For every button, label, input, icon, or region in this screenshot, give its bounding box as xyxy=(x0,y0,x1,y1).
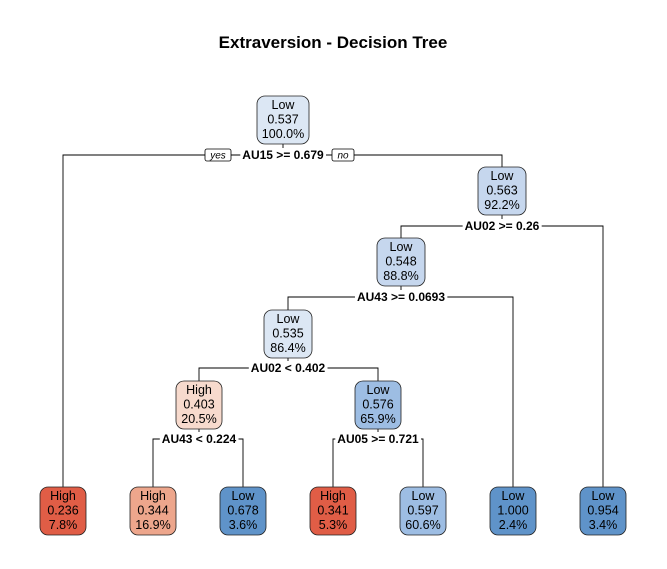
node-percentage: 100.0% xyxy=(262,127,304,141)
node-class-label: High xyxy=(320,489,346,503)
node-class-label: Low xyxy=(390,240,414,254)
node-box xyxy=(399,486,447,536)
node-box xyxy=(256,95,310,145)
yes-label: yes xyxy=(209,151,226,162)
split-condition-root: AU15 >= 0.679 xyxy=(242,148,324,162)
split-condition-n12: AU02 < 0.402 xyxy=(251,361,326,375)
node-box xyxy=(376,237,426,287)
node-box xyxy=(354,380,402,430)
node-percentage: 60.6% xyxy=(405,518,440,532)
node-percentage: 16.9% xyxy=(135,518,170,532)
edge-n25 xyxy=(332,438,424,487)
node-percentage: 3.4% xyxy=(589,518,618,532)
node-probability: 0.548 xyxy=(385,255,416,269)
split-condition-n24: AU43 < 0.224 xyxy=(162,432,237,446)
edge-n24 xyxy=(152,438,244,487)
split-condition-n6: AU43 >= 0.0693 xyxy=(357,290,445,304)
node-class-label: Low xyxy=(412,489,436,503)
no-label-box: no xyxy=(331,148,355,162)
node-percentage: 2.4% xyxy=(499,518,528,532)
node-class-label: Low xyxy=(272,98,296,112)
split-label-bg xyxy=(354,290,448,304)
node-percentage: 3.6% xyxy=(229,518,258,532)
node-percentage: 92.2% xyxy=(484,198,519,212)
split-label-bg xyxy=(240,148,327,162)
split-label-bg xyxy=(248,361,328,375)
node-box xyxy=(175,380,223,430)
node-percentage: 86.4% xyxy=(270,341,305,355)
node-probability: 0.597 xyxy=(407,504,438,518)
node-box xyxy=(219,486,267,536)
split-label-bg xyxy=(462,219,542,233)
node-percentage: 65.9% xyxy=(360,412,395,426)
node-percentage: 7.8% xyxy=(49,518,78,532)
node-percentage: 5.3% xyxy=(319,518,348,532)
node-class-label: High xyxy=(50,489,76,503)
no-label: no xyxy=(337,151,349,162)
node-class-label: Low xyxy=(592,489,616,503)
node-class-label: Low xyxy=(491,169,515,183)
node-percentage: 20.5% xyxy=(181,412,216,426)
node-class-label: Low xyxy=(277,312,301,326)
split-condition-n25: AU05 >= 0.721 xyxy=(337,432,419,446)
node-box xyxy=(39,486,87,536)
chart-title: Extraversion - Decision Tree xyxy=(219,33,448,52)
node-box xyxy=(129,486,177,536)
node-box xyxy=(489,486,537,536)
node-box xyxy=(263,309,313,359)
tree-nodes: Low0.537100.0%Low0.56392.2%Low0.54888.8%… xyxy=(39,95,627,536)
node-probability: 0.403 xyxy=(183,398,214,412)
node-probability: 0.535 xyxy=(272,327,303,341)
node-class-label: High xyxy=(186,383,212,397)
node-probability: 0.344 xyxy=(137,504,168,518)
node-class-label: High xyxy=(140,489,166,503)
node-probability: 1.000 xyxy=(497,504,528,518)
node-box xyxy=(477,166,527,216)
node-percentage: 88.8% xyxy=(383,269,418,283)
node-box xyxy=(309,486,357,536)
node-class-label: Low xyxy=(367,383,391,397)
node-probability: 0.563 xyxy=(486,184,517,198)
node-probability: 0.954 xyxy=(587,504,618,518)
node-probability: 0.537 xyxy=(267,113,298,127)
node-probability: 0.576 xyxy=(362,398,393,412)
node-probability: 0.678 xyxy=(227,504,258,518)
node-probability: 0.341 xyxy=(317,504,348,518)
split-label-bg xyxy=(159,432,239,446)
node-class-label: Low xyxy=(502,489,526,503)
node-box xyxy=(579,486,627,536)
edge-n3 xyxy=(400,225,604,487)
split-label-bg xyxy=(335,432,422,446)
node-probability: 0.236 xyxy=(47,504,78,518)
split-condition-n3: AU02 >= 0.26 xyxy=(465,219,540,233)
yes-label-box: yes xyxy=(204,148,232,162)
node-class-label: Low xyxy=(232,489,256,503)
